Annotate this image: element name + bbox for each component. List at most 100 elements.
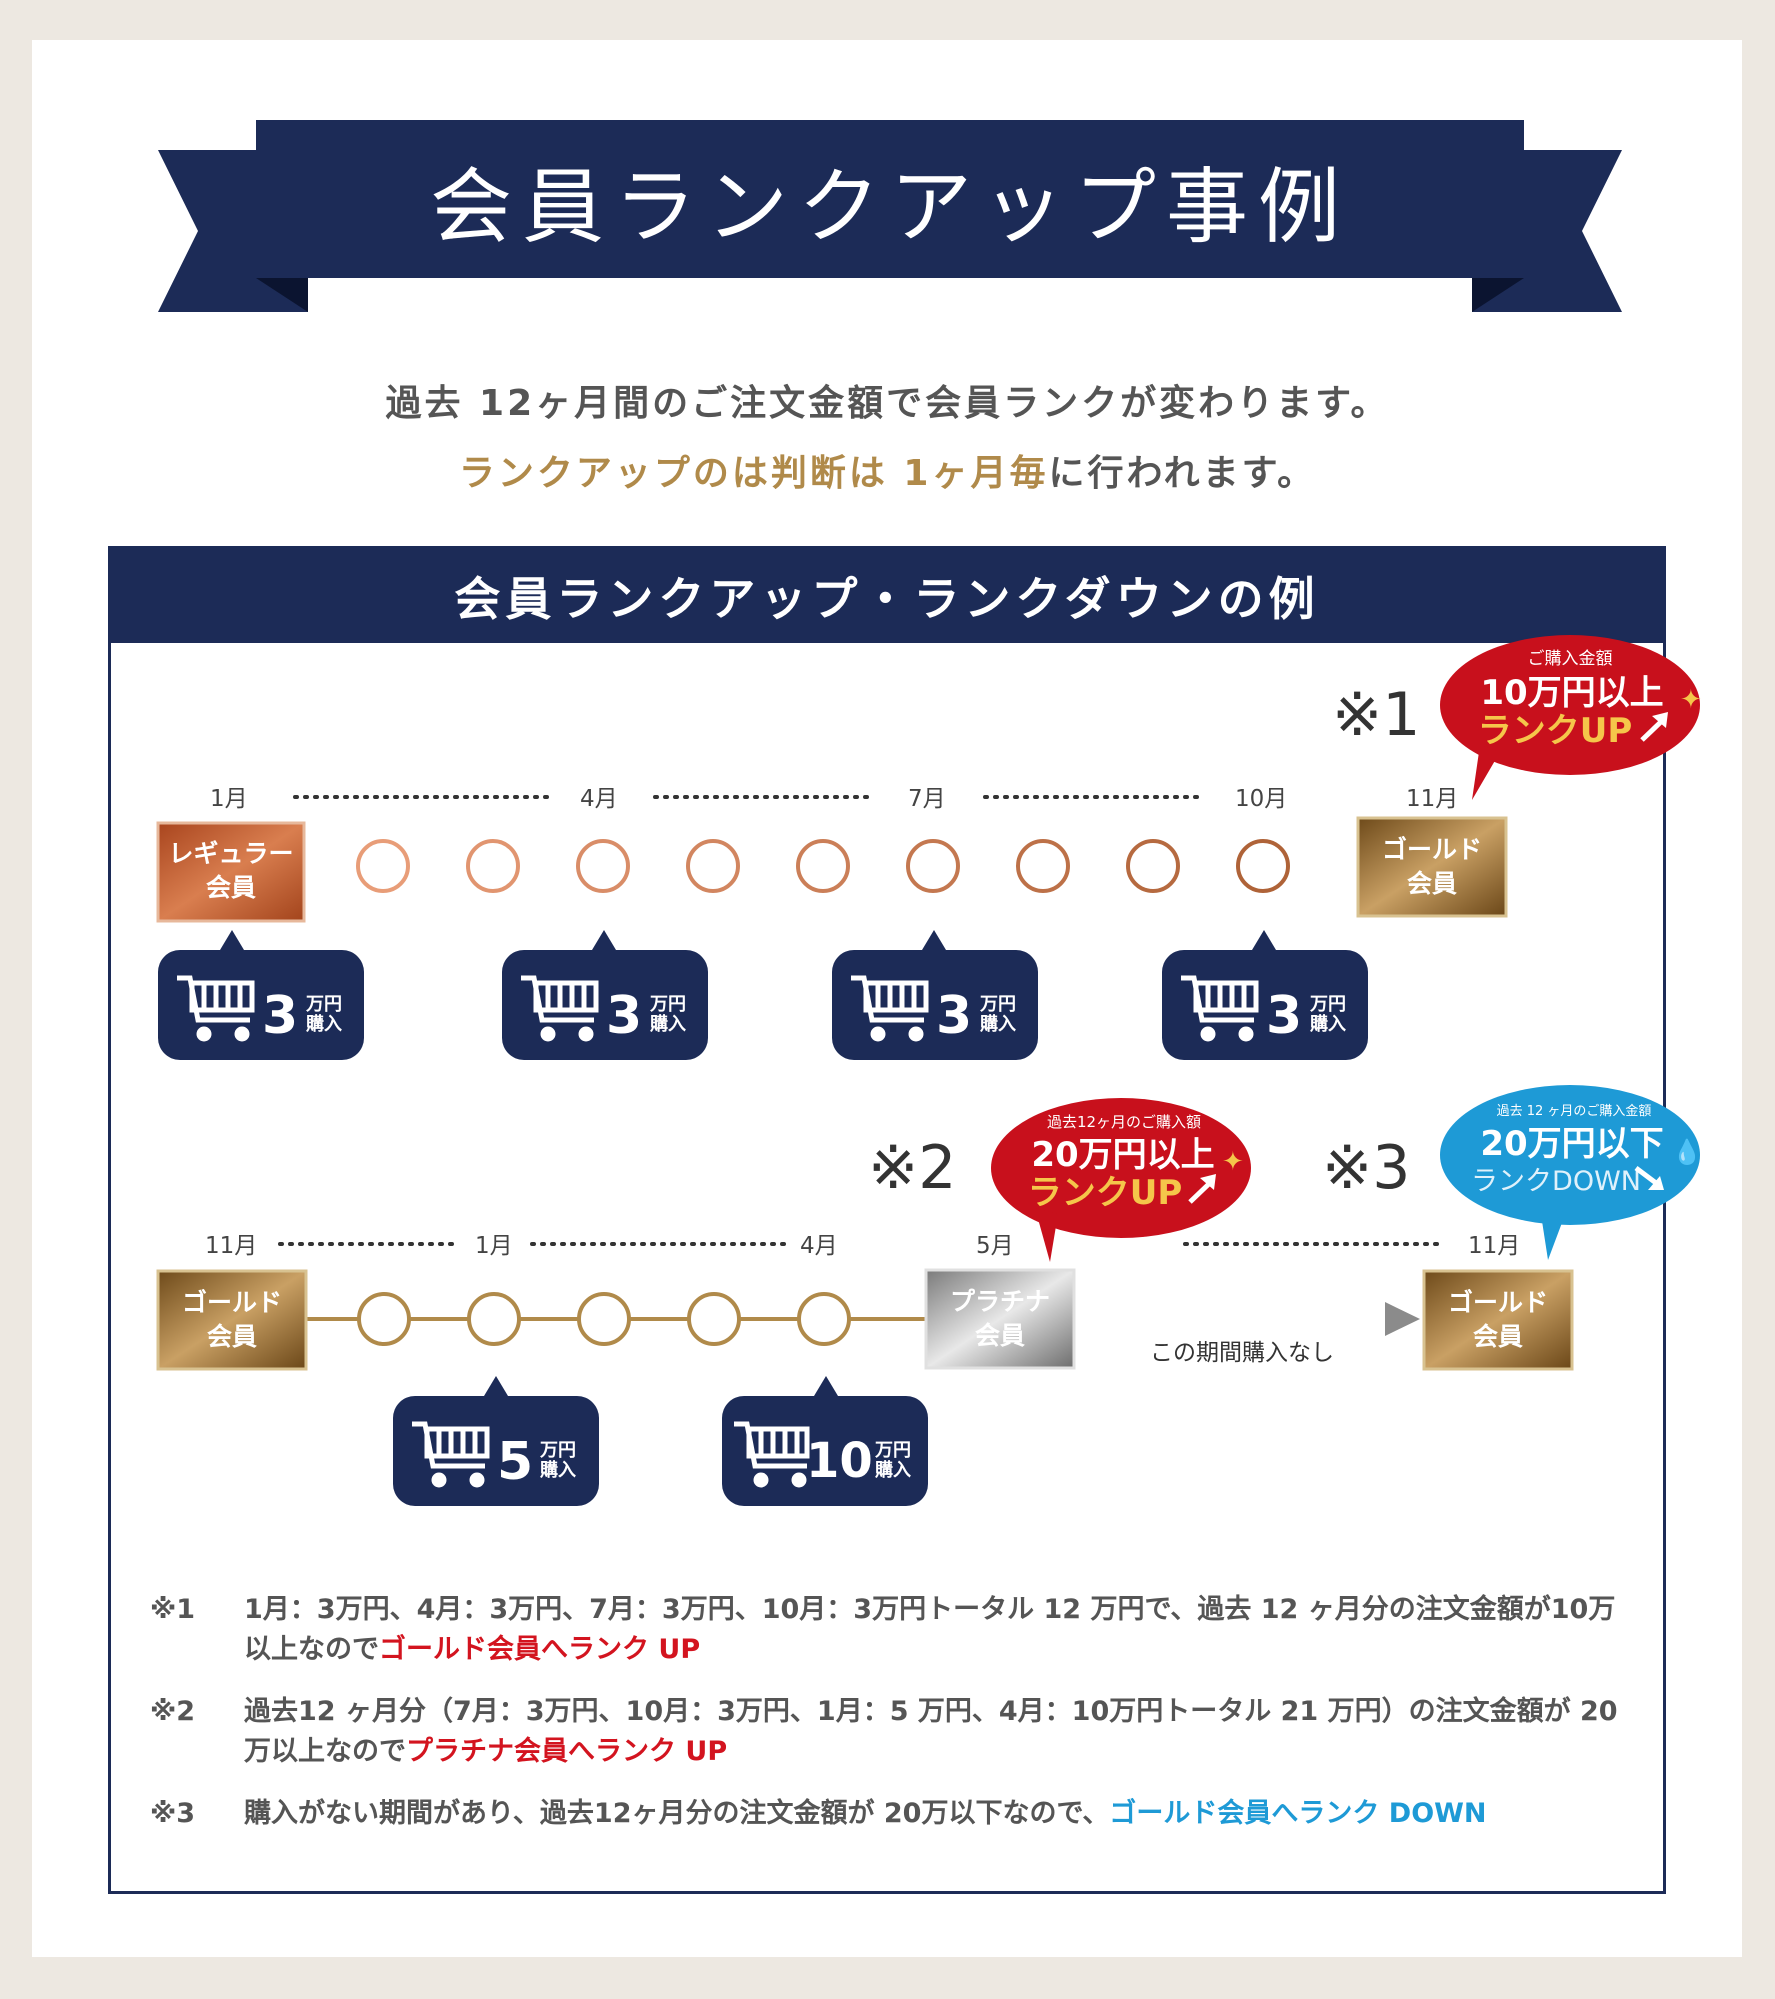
example-panel: 会員ランクアップ・ランクダウンの例 xyxy=(108,546,1666,1894)
rank-box-gold: ゴールド 会員 xyxy=(156,1269,308,1371)
note-highlight: ゴールド会員へランク DOWN xyxy=(1109,1798,1487,1829)
purchase-unit: 万円 xyxy=(979,994,1016,1015)
month-label: 5月 xyxy=(976,1233,1014,1259)
rank-up-bubble: 過去12ヶ月のご購入額 20万円以上 ランクUP ✦ xyxy=(991,1098,1251,1262)
month-node xyxy=(357,1292,411,1346)
cart-icon xyxy=(177,975,255,1042)
note-highlight: プラチナ会員へランク UP xyxy=(406,1736,728,1767)
month-label: 1月 xyxy=(475,1233,513,1259)
month-node xyxy=(686,839,740,893)
no-purchase-label: この期間購入なし xyxy=(1150,1340,1334,1366)
rank-label: プラチナ xyxy=(950,1287,1050,1316)
title-ribbon: 会員ランクアップ事例 xyxy=(158,120,1622,312)
rank-up-bubble: ご購入金額 10万円以上 ランクUP ✦ xyxy=(1440,635,1702,800)
bubble-line-1: 20万円以上 xyxy=(1031,1135,1214,1175)
rank-label: 会員 xyxy=(207,1322,257,1351)
intro-highlight: ランクアップのは判断は 1ヶ月毎 xyxy=(458,453,1049,494)
arrow-up-icon xyxy=(1200,1174,1216,1190)
purchase-unit: 万円 xyxy=(874,1440,911,1461)
arrow-down-icon xyxy=(1648,1176,1664,1190)
example-header: 会員ランクアップ・ランクダウンの例 xyxy=(111,549,1663,643)
purchase-badge: 3 万円 購入 xyxy=(832,930,1038,1060)
month-node xyxy=(796,839,850,893)
month-node xyxy=(687,1292,741,1346)
purchase-badge: 3 万円 購入 xyxy=(158,930,364,1060)
purchase-amount: 3 xyxy=(936,986,972,1046)
note-mark: ※2 xyxy=(150,1696,196,1727)
note-mark: ※1 xyxy=(150,1594,196,1625)
purchase-badge: 3 万円 購入 xyxy=(502,930,708,1060)
marker-2: ※2 xyxy=(868,1133,956,1203)
cart-icon xyxy=(734,1421,810,1488)
bubble-line-2: ランクDOWN xyxy=(1471,1166,1641,1197)
rank-box-regular: レギュラー 会員 xyxy=(156,821,306,923)
rank-box-platinum: プラチナ 会員 xyxy=(924,1268,1076,1370)
bubble-line-1: 10万円以上 xyxy=(1480,673,1663,713)
bubble-line-2: ランクUP xyxy=(1478,711,1633,751)
droplet-icon: 💧 xyxy=(1672,1138,1702,1166)
sparkle-icon: ✦ xyxy=(1222,1147,1244,1177)
rank-label: 会員 xyxy=(1473,1322,1523,1351)
bubble-caption: 過去12ヶ月のご購入額 xyxy=(1047,1113,1201,1131)
cart-icon xyxy=(1181,975,1259,1042)
note-text: 過去12 ヶ月分（7月：3万円、10月：3万円、1月：5 万円、4月：10万円ト… xyxy=(244,1696,1618,1767)
note-mark: ※3 xyxy=(150,1798,196,1829)
arrow-right-icon xyxy=(1385,1302,1420,1336)
month-node xyxy=(1016,839,1070,893)
purchase-unit: 購入 xyxy=(305,1013,342,1035)
month-label: 4月 xyxy=(800,1233,838,1259)
rank-label: 会員 xyxy=(206,873,256,902)
month-label: 4月 xyxy=(580,786,618,812)
month-node xyxy=(1236,839,1290,893)
ribbon-banner: 会員ランクアップ事例 xyxy=(256,120,1524,278)
bubble-caption: ご購入金額 xyxy=(1528,649,1613,669)
month-label: 7月 xyxy=(908,786,946,812)
month-label: 10月 xyxy=(1235,786,1287,812)
month-node xyxy=(467,1292,521,1346)
rank-label: ゴールド xyxy=(1448,1288,1548,1317)
note-text: 購入がない期間があり、過去12ヶ月分の注文金額が 20万以下なので、 xyxy=(244,1798,1110,1829)
intro-line-1: 過去 12ヶ月間のご注文金額で会員ランクが変わります。 xyxy=(385,383,1390,424)
month-label: 11月 xyxy=(1406,786,1458,812)
rank-label: レギュラー xyxy=(168,839,293,868)
note-highlight: ゴールド会員へランク UP xyxy=(379,1634,701,1665)
cart-icon xyxy=(412,1421,490,1488)
intro-line-2: ランクアップのは判断は 1ヶ月毎に行われます。 xyxy=(0,444,1775,496)
note-item: ※3 購入がない期間があり、過去12ヶ月分の注文金額が 20万以下なので、ゴール… xyxy=(150,1794,1630,1834)
note-item: ※2 過去12 ヶ月分（7月：3万円、10月：3万円、1月：5 万円、4月：10… xyxy=(150,1692,1630,1772)
marker-3: ※3 xyxy=(1322,1133,1410,1203)
month-node xyxy=(577,1292,631,1346)
month-node xyxy=(356,839,410,893)
purchase-badge: 10 万円 購入 xyxy=(722,1376,928,1506)
rank-box-gold: ゴールド 会員 xyxy=(1422,1269,1574,1371)
purchase-amount: 5 xyxy=(497,1432,533,1492)
arrow-up-icon xyxy=(1652,712,1668,728)
purchase-unit: 万円 xyxy=(305,994,342,1015)
purchase-unit: 購入 xyxy=(649,1013,686,1035)
month-node xyxy=(576,839,630,893)
timeline-nodes xyxy=(356,839,1290,893)
notes-list: ※1 1月：3万円、4月：3万円、7月：3万円、10月：3万円トータル 12 万… xyxy=(150,1590,1630,1856)
bubble-line-1: 20万円以下 xyxy=(1480,1124,1663,1164)
purchase-amount: 10 xyxy=(806,1433,873,1489)
purchase-amount: 3 xyxy=(606,986,642,1046)
month-node xyxy=(797,1292,851,1346)
purchase-unit: 購入 xyxy=(979,1013,1016,1035)
purchase-unit: 万円 xyxy=(1309,994,1346,1015)
purchase-unit: 購入 xyxy=(1309,1013,1346,1035)
purchase-unit: 万円 xyxy=(649,994,686,1015)
bubble-caption: 過去 12 ヶ月のご購入金額 xyxy=(1497,1103,1652,1119)
month-node xyxy=(906,839,960,893)
example-title: 会員ランクアップ・ランクダウンの例 xyxy=(454,572,1320,626)
purchase-badge: 3 万円 購入 xyxy=(1162,930,1368,1060)
month-node xyxy=(1126,839,1180,893)
purchase-amount: 3 xyxy=(262,986,298,1046)
sparkle-icon: ✦ xyxy=(1680,685,1702,715)
cart-icon xyxy=(521,975,599,1042)
month-node xyxy=(466,839,520,893)
marker-1: ※1 xyxy=(1332,680,1420,750)
rank-box-gold: ゴールド 会員 xyxy=(1356,816,1508,918)
month-label: 11月 xyxy=(1468,1233,1520,1259)
rank-label: ゴールド xyxy=(182,1288,282,1317)
